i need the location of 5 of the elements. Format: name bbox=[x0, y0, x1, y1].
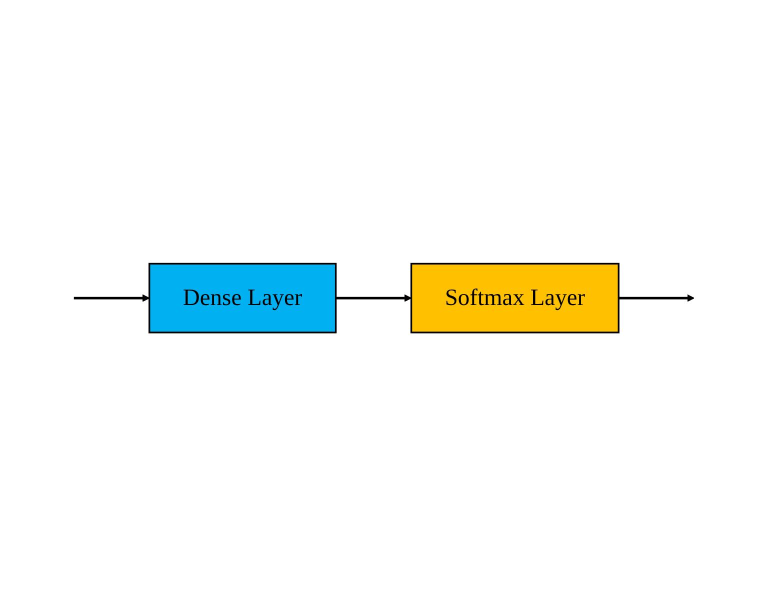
arrow bbox=[618, 294, 694, 302]
node-box: Softmax Layer bbox=[410, 262, 620, 334]
arrow bbox=[74, 294, 150, 302]
node-box: Dense Layer bbox=[148, 262, 337, 334]
arrow bbox=[336, 294, 412, 302]
